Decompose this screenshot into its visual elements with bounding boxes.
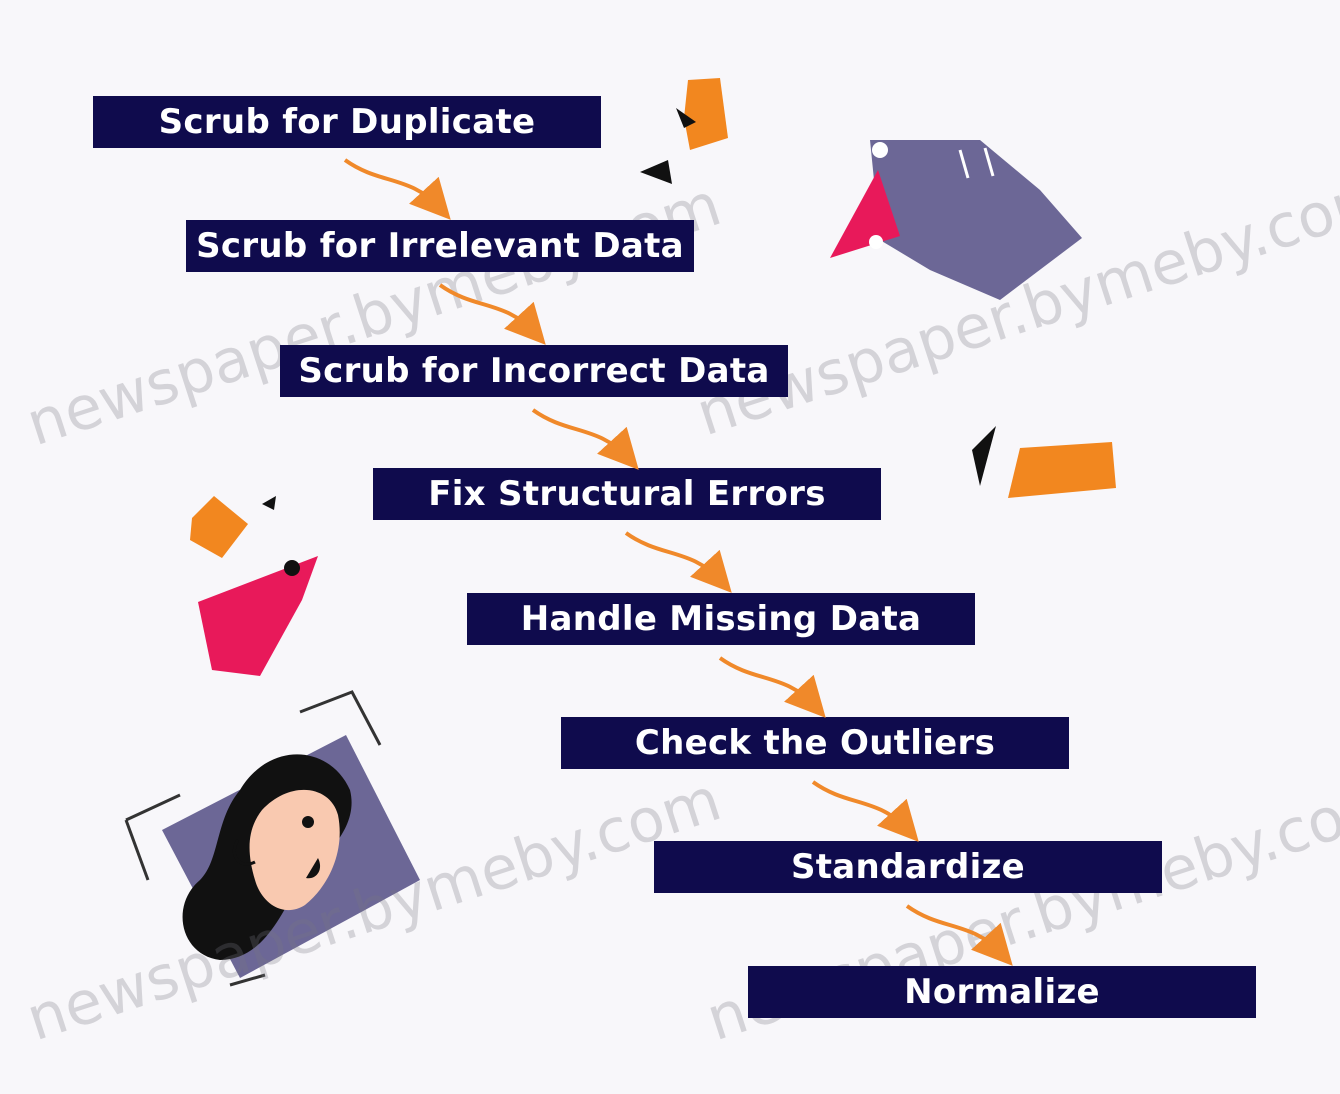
flow-arrow bbox=[343, 158, 451, 220]
step-scrub-incorrect: Scrub for Incorrect Data bbox=[280, 345, 788, 397]
step-standardize: Standardize bbox=[654, 841, 1162, 893]
flow-arrow bbox=[905, 904, 1013, 966]
flow-arrow bbox=[438, 283, 546, 345]
step-scrub-irrelevant: Scrub for Irrelevant Data bbox=[186, 220, 694, 272]
orange-shape-icon bbox=[640, 78, 728, 184]
orange-card-icon bbox=[972, 426, 1116, 498]
step-handle-missing: Handle Missing Data bbox=[467, 593, 975, 645]
flow-arrow bbox=[811, 780, 919, 842]
step-scrub-duplicate: Scrub for Duplicate bbox=[93, 96, 601, 148]
step-fix-structural: Fix Structural Errors bbox=[373, 468, 881, 520]
hand-holding-cone-icon bbox=[830, 140, 1082, 300]
flow-arrow bbox=[624, 531, 732, 593]
woman-in-frame-icon bbox=[124, 690, 420, 987]
pink-cone-icon bbox=[190, 496, 318, 676]
step-normalize: Normalize bbox=[748, 966, 1256, 1018]
step-check-outliers: Check the Outliers bbox=[561, 717, 1069, 769]
flow-arrow bbox=[718, 656, 826, 718]
flow-arrow bbox=[531, 408, 639, 470]
